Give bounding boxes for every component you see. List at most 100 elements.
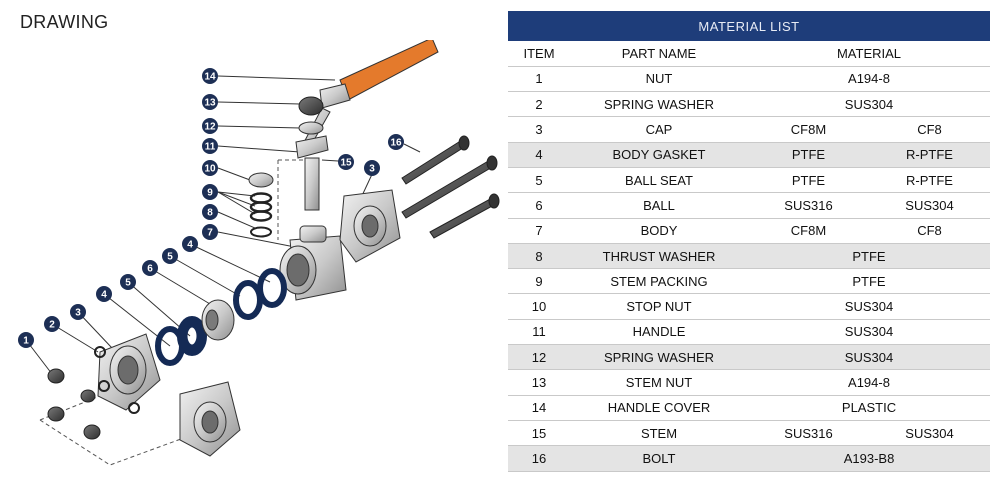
callout-14: 14 <box>202 68 218 84</box>
callout-4-right: 4 <box>182 236 198 252</box>
table-row: 13 STEM NUT A194-8 <box>508 369 990 396</box>
table-row: 14 HANDLE COVER PLASTIC <box>508 395 990 421</box>
table-row: 12 SPRING WASHER SUS304 <box>508 344 990 371</box>
svg-text:5: 5 <box>167 252 173 263</box>
table-row: 8 THRUST WASHER PTFE <box>508 243 990 270</box>
svg-text:11: 11 <box>205 142 216 153</box>
svg-text:4: 4 <box>187 240 193 251</box>
material-a: SUS316 <box>784 197 833 213</box>
exploded-valve-drawing: 14 13 12 11 10 9 8 7 6 5 4 3 2 1 15 16 3… <box>18 40 500 466</box>
callouts: 14 13 12 11 10 9 8 7 6 5 4 3 2 1 15 16 3… <box>18 68 404 348</box>
callout-6: 6 <box>142 260 158 276</box>
material-cell: PTFE R-PTFE <box>748 142 990 168</box>
body-gaskets <box>155 268 287 366</box>
callout-7: 7 <box>202 224 218 240</box>
part-cell: STEM <box>570 420 748 447</box>
material-cell: A193-B8 <box>748 445 990 472</box>
material-a: PTFE <box>791 147 826 163</box>
ball-seat <box>180 320 204 352</box>
material-cell: SUS304 <box>748 319 990 346</box>
item-cell: 6 <box>508 192 570 219</box>
part-cell: SPRING WASHER <box>570 91 748 118</box>
callout-1: 1 <box>18 332 34 348</box>
item-cell: 16 <box>508 445 570 472</box>
table-row: 11 HANDLE SUS304 <box>508 319 990 346</box>
item-cell: 9 <box>508 268 570 295</box>
material-cell: SUS304 <box>748 91 990 118</box>
part-cell: CAP <box>570 116 748 143</box>
callout-11: 11 <box>202 138 218 154</box>
material-cell: SUS304 <box>748 344 990 371</box>
material-b: R-PTFE <box>906 172 953 188</box>
cap-right <box>339 189 401 263</box>
item-cell: 4 <box>508 142 570 168</box>
item-cell: 8 <box>508 243 570 270</box>
part-cell: BALL <box>570 192 748 219</box>
part-cell: HANDLE <box>570 319 748 346</box>
callout-3-right: 3 <box>364 160 380 176</box>
stem-nut <box>298 96 324 116</box>
material-cell: A194-8 <box>748 66 990 93</box>
table-row: 6 BALL SUS316 SUS304 <box>508 192 990 219</box>
material-cell: A194-8 <box>748 369 990 396</box>
cap-left <box>97 333 161 411</box>
spring-washers <box>94 346 140 414</box>
item-cell: 1 <box>508 66 570 93</box>
part-cell: STEM NUT <box>570 369 748 396</box>
header-item: ITEM <box>508 41 570 67</box>
material-b: SUS304 <box>905 425 954 441</box>
callout-5-right: 5 <box>162 248 178 264</box>
svg-text:6: 6 <box>147 264 153 275</box>
svg-text:12: 12 <box>204 122 216 133</box>
material-cell: SUS316 SUS304 <box>748 192 990 219</box>
header-material: MATERIAL <box>748 41 990 67</box>
callout-13: 13 <box>202 94 218 110</box>
callout-12: 12 <box>202 118 218 134</box>
stem-packing <box>249 192 273 222</box>
material-cell: SUS304 <box>748 293 990 320</box>
callout-15: 15 <box>338 154 354 170</box>
svg-text:3: 3 <box>75 308 81 319</box>
material-cell: PTFE <box>748 243 990 270</box>
callout-4: 4 <box>96 286 112 302</box>
material-b: SUS304 <box>905 197 954 213</box>
callout-2: 2 <box>44 316 60 332</box>
part-cell: BOLT <box>570 445 748 472</box>
part-cell: STEM PACKING <box>570 268 748 295</box>
callout-8: 8 <box>202 204 218 220</box>
svg-text:3: 3 <box>369 164 375 175</box>
material-b: CF8 <box>917 122 942 138</box>
material-list: MATERIAL LIST ITEM PART NAME MATERIAL 1 … <box>508 11 990 472</box>
header-part-name: PART NAME <box>570 41 748 67</box>
svg-text:10: 10 <box>204 164 216 175</box>
svg-text:13: 13 <box>204 98 216 109</box>
thrust-washer <box>250 226 272 238</box>
part-cell: HANDLE COVER <box>570 395 748 421</box>
ball <box>201 299 235 341</box>
part-cell: BODY <box>570 218 748 244</box>
svg-text:9: 9 <box>207 188 213 199</box>
table-row: 4 BODY GASKET PTFE R-PTFE <box>508 142 990 168</box>
part-cell: BALL SEAT <box>570 167 748 194</box>
svg-text:16: 16 <box>390 138 402 149</box>
item-cell: 2 <box>508 91 570 118</box>
material-list-title: MATERIAL LIST <box>508 11 990 41</box>
item-cell: 5 <box>508 167 570 194</box>
item-cell: 13 <box>508 369 570 396</box>
svg-text:1: 1 <box>23 336 29 347</box>
item-cell: 11 <box>508 319 570 346</box>
item-cell: 10 <box>508 293 570 320</box>
handle-plate <box>295 135 329 159</box>
material-b: R-PTFE <box>906 147 953 163</box>
table-row: 9 STEM PACKING PTFE <box>508 268 990 295</box>
svg-text:8: 8 <box>207 208 213 219</box>
material-a: CF8M <box>790 223 827 239</box>
item-cell: 15 <box>508 420 570 447</box>
item-cell: 7 <box>508 218 570 244</box>
part-cell: BODY GASKET <box>570 142 748 168</box>
